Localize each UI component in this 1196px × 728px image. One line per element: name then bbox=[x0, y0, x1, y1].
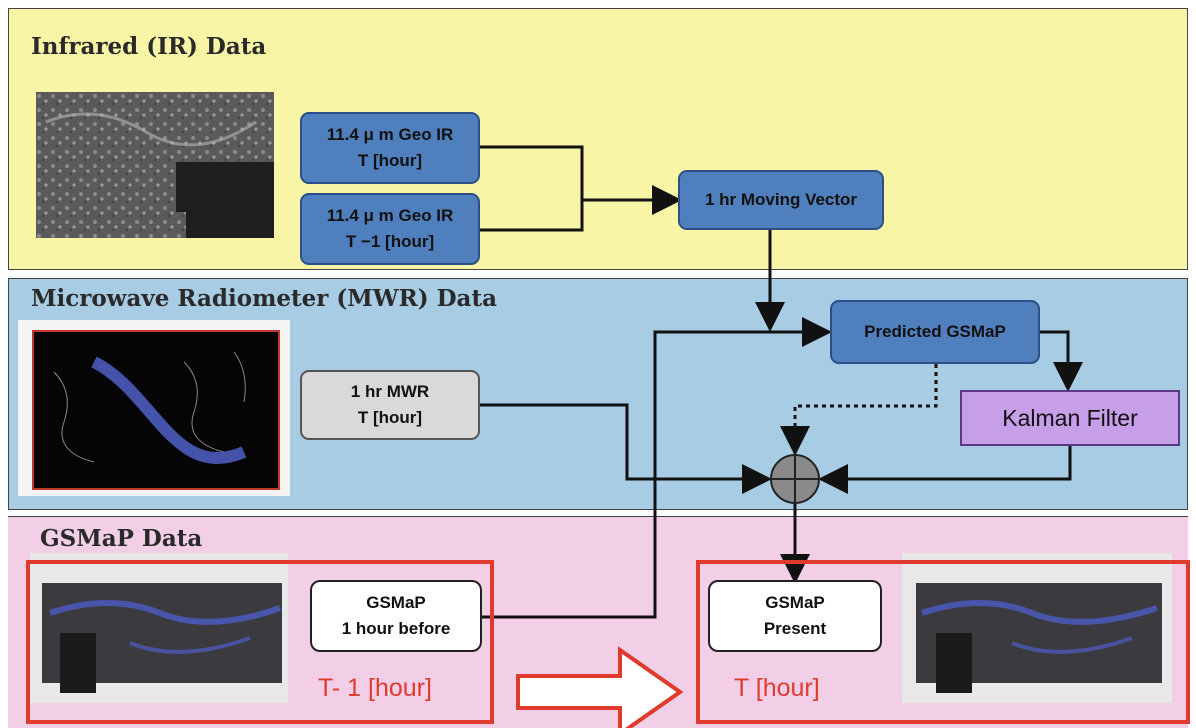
geo-ir-t1-box: 11.4 μ m Geo IR T −1 [hour] bbox=[300, 193, 480, 265]
mwr-line2: T [hour] bbox=[357, 408, 423, 427]
t-minus-1-frame bbox=[26, 560, 494, 724]
mwr-image-frame bbox=[18, 320, 290, 496]
before-to-predicted-connector bbox=[482, 317, 832, 619]
gsmap-present-box: GSMaP Present bbox=[708, 580, 882, 652]
gsmap-before-line1: GSMaP bbox=[366, 593, 426, 612]
predicted-gsmap-box: Predicted GSMaP bbox=[830, 300, 1040, 364]
mwr-to-sum-connector bbox=[480, 403, 772, 494]
summation-node-icon bbox=[770, 454, 820, 504]
geo-ir-t-line2: T [hour] bbox=[357, 151, 423, 170]
mwr-box: 1 hr MWR T [hour] bbox=[300, 370, 480, 440]
gsmap-before-line2: 1 hour before bbox=[341, 619, 451, 638]
gsmap-present-line1: GSMaP bbox=[765, 593, 825, 612]
t-now-frame bbox=[696, 560, 1190, 724]
mwr-satellite-image bbox=[32, 330, 280, 490]
moving-vector-box: 1 hr Moving Vector bbox=[678, 170, 884, 230]
geo-ir-t-line1: 11.4 μ m Geo IR bbox=[326, 125, 454, 144]
ir-t1-connector bbox=[478, 200, 584, 232]
gsmap-before-box: GSMaP 1 hour before bbox=[310, 580, 482, 652]
gsmap-before-image bbox=[30, 553, 288, 703]
predicted-to-sum-dotted-connector bbox=[780, 364, 938, 456]
geo-ir-t-box: 11.4 μ m Geo IR T [hour] bbox=[300, 112, 480, 184]
ir-satellite-image bbox=[36, 92, 274, 238]
gsmap-band-title: GSMaP Data bbox=[40, 525, 203, 552]
mwr-band-title: Microwave Radiometer (MWR) Data bbox=[31, 285, 497, 312]
geo-ir-t1-line1: 11.4 μ m Geo IR bbox=[326, 206, 454, 225]
mwr-swath-graphic bbox=[53, 351, 247, 464]
mwr-line1: 1 hr MWR bbox=[350, 382, 430, 401]
gsmap-before-texture bbox=[42, 583, 282, 693]
ir-image-texture bbox=[36, 92, 274, 238]
ir-t-connector bbox=[478, 145, 682, 215]
t-minus-1-label: T- 1 [hour] bbox=[318, 674, 432, 702]
geo-ir-t1-line2: T −1 [hour] bbox=[345, 232, 435, 251]
time-progress-arrow-icon bbox=[516, 646, 684, 728]
kalman-filter-label: Kalman Filter bbox=[1002, 405, 1138, 431]
ir-band-title: Infrared (IR) Data bbox=[31, 33, 267, 60]
kalman-to-sum-connector bbox=[818, 446, 1072, 494]
gsmap-present-image bbox=[902, 553, 1172, 703]
kalman-filter-box: Kalman Filter bbox=[960, 390, 1180, 446]
predicted-gsmap-label: Predicted GSMaP bbox=[864, 322, 1006, 341]
gsmap-present-line2: Present bbox=[763, 619, 827, 638]
t-now-label: T [hour] bbox=[734, 674, 820, 702]
gsmap-present-texture bbox=[916, 583, 1162, 693]
moving-vector-label: 1 hr Moving Vector bbox=[704, 190, 858, 209]
predicted-to-kalman-connector bbox=[1040, 330, 1083, 392]
